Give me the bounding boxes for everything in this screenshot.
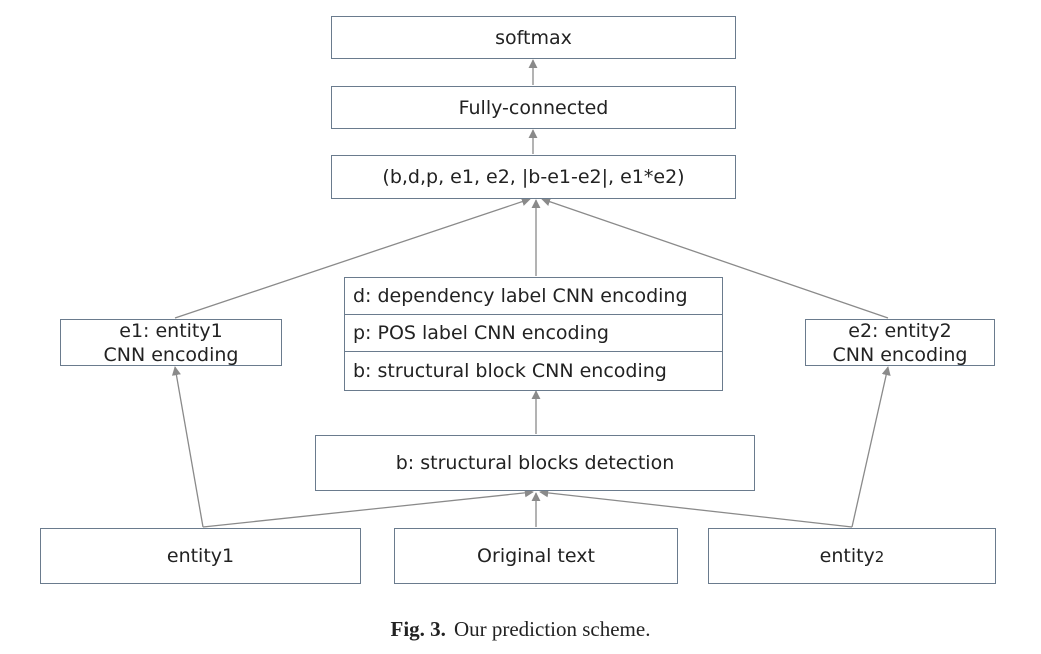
e1-encoding-line2: CNN encoding [103,343,239,366]
concat-features-box: (b,d,p, e1, e2, |b-e1-e2|, e1*e2) [331,155,736,199]
arrow-entity1-to-detection [202,488,534,528]
figure-caption: Fig. 3. Our prediction scheme. [0,617,1041,642]
softmax-box: softmax [331,16,736,59]
input-entity2-box: entity2 [708,528,996,584]
fully-connected-box: Fully-connected [331,86,736,129]
caption-text: Our prediction scheme. [453,617,651,641]
stack-row-pos: p: POS label CNN encoding [345,315,722,352]
input-entity2-suffix: 2 [874,547,885,566]
concat-features-label: (b,d,p, e1, e2, |b-e1-e2|, e1*e2) [382,166,685,188]
e2-encoding-line2: CNN encoding [832,343,968,366]
input-original-text-label: Original text [477,545,595,567]
structural-detection-label: b: structural blocks detection [395,452,675,474]
stack-row-structural: b: structural block CNN encoding [353,359,667,382]
input-entity2-base: entity [819,544,875,567]
e2-encoding-line1: e2: entity2 [848,319,952,342]
e1-encoding-box: e1: entity1 CNN encoding [60,319,282,366]
arrow-entity2-to-detection [539,488,853,528]
e1-encoding-line1: e1: entity1 [119,319,223,342]
arrow-entity1-to-e1 [171,366,204,528]
structural-detection-box: b: structural blocks detection [315,435,755,491]
input-entity1-box: entity1 [40,528,361,584]
input-original-text-box: Original text [394,528,678,584]
fully-connected-label: Fully-connected [458,96,609,119]
arrow-entity2-to-e2 [851,366,891,528]
input-entity1-label: entity1 [166,545,235,567]
arrow-e2-to-concat [541,197,889,319]
caption-label: Fig. 3. [390,617,446,641]
input-entity2-label: entity2 [820,544,885,569]
softmax-label: softmax [495,26,572,49]
stack-row-dependency: d: dependency label CNN encoding [345,278,722,315]
cnn-encoding-stack: d: dependency label CNN encoding p: POS … [344,277,723,391]
arrow-e1-to-concat [174,197,531,319]
e2-encoding-box: e2: entity2 CNN encoding [805,319,995,366]
